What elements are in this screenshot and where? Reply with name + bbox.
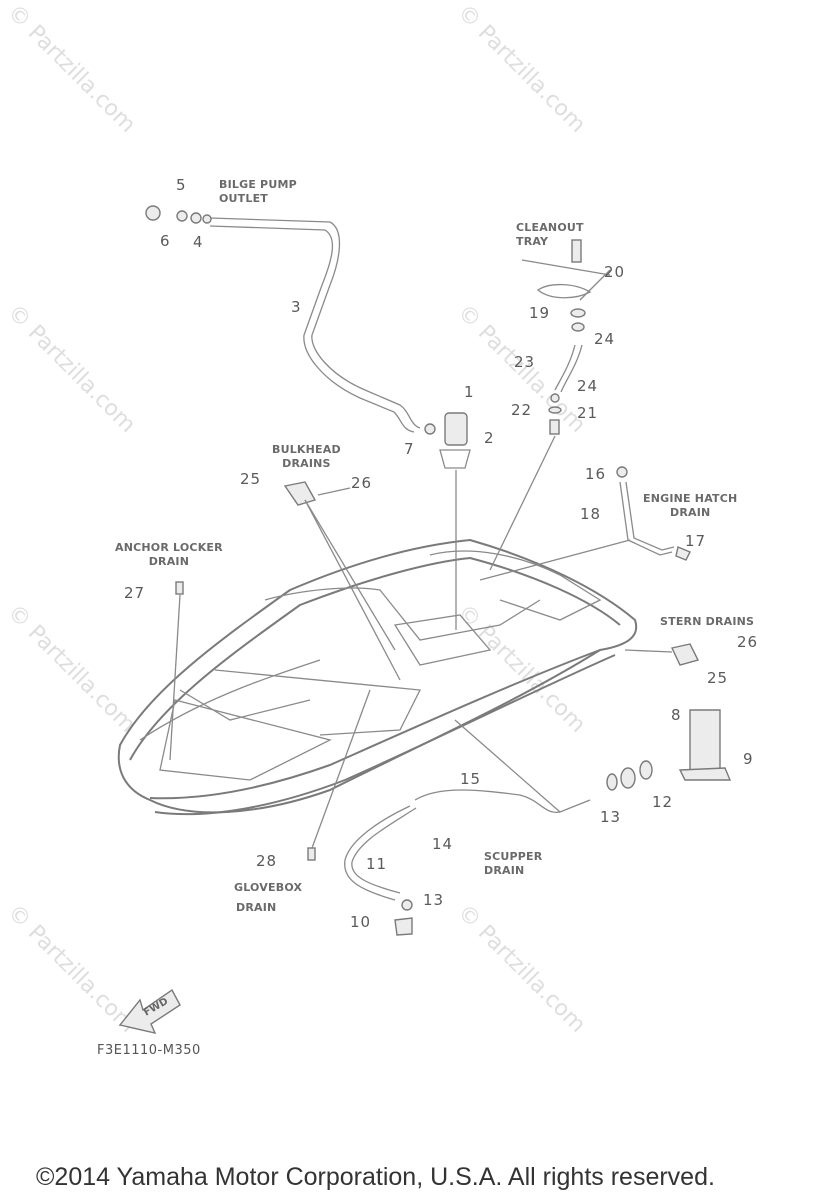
part-number: 11 [366, 855, 388, 873]
label-line: GLOVEBOX [234, 881, 303, 894]
part-number: 26 [737, 633, 759, 651]
part-number: 12 [652, 793, 674, 811]
label-bulkhead-drains: BULKHEAD DRAINS [272, 443, 341, 471]
part-number: 23 [514, 353, 536, 371]
stern-drain [624, 643, 700, 666]
other-drains [169, 581, 371, 861]
part-number: 20 [604, 263, 626, 281]
label-line: CLEANOUT [516, 221, 584, 234]
part-number: 24 [577, 377, 599, 395]
part-number: 3 [291, 298, 302, 316]
diagram-code: F3E1110-M350 [97, 1043, 201, 1058]
part-number: 24 [594, 330, 616, 348]
part-number: 17 [685, 532, 707, 550]
cleanout-tray [489, 239, 611, 571]
part-number: 26 [351, 474, 373, 492]
part-number: 15 [460, 770, 482, 788]
label-bilge-pump-outlet: BILGE PUMP OUTLET [219, 178, 297, 206]
label-line: DRAIN [148, 555, 190, 568]
copyright-notice: ©2014 Yamaha Motor Corporation, U.S.A. A… [36, 1163, 715, 1191]
part-number: 25 [240, 470, 262, 488]
part-number: 27 [124, 584, 146, 602]
part-number: 16 [585, 465, 607, 483]
part-number: 4 [193, 233, 204, 251]
bilge-hose [145, 205, 436, 435]
part-number: 7 [404, 440, 415, 458]
label-line: DRAINS [282, 457, 331, 470]
label-scupper-drain: SCUPPER DRAIN [484, 850, 542, 878]
label-line: BILGE PUMP [219, 178, 297, 191]
part-number: 8 [671, 706, 682, 724]
label-line: DRAIN [484, 864, 525, 877]
label-line: BULKHEAD [272, 443, 341, 456]
part-number: 22 [511, 401, 533, 419]
engine-hatch-drain [479, 466, 691, 581]
label-line: ANCHOR LOCKER [115, 541, 223, 554]
label-line: DRAIN [236, 901, 277, 914]
part-number: 18 [580, 505, 602, 523]
label-stern-drains: STERN DRAINS [660, 615, 755, 628]
label-line: DRAIN [670, 506, 711, 519]
fwd-arrow-icon: FWD [118, 988, 181, 1034]
part-number: 21 [577, 404, 599, 422]
part-number: 9 [743, 750, 754, 768]
label-anchor-locker-drain: ANCHOR LOCKER DRAIN [115, 541, 223, 569]
part-number: 1 [464, 383, 475, 401]
part-number: 5 [176, 176, 187, 194]
bulkhead-drain [283, 481, 401, 681]
label-line: TRAY [516, 235, 549, 248]
label-cleanout-tray: CLEANOUT TRAY [516, 221, 584, 249]
part-number: 2 [484, 429, 495, 447]
label-line: OUTLET [219, 192, 269, 205]
part-number: 13 [423, 891, 445, 909]
part-number: 28 [256, 852, 278, 870]
label-glovebox-drain: GLOVEBOX DRAIN [234, 878, 302, 918]
bilge-pump [439, 412, 471, 630]
part-number: 19 [529, 304, 551, 322]
label-line: ENGINE HATCH [643, 492, 738, 505]
label-engine-hatch-drain: ENGINE HATCH DRAIN [643, 492, 737, 520]
part-number: 13 [600, 808, 622, 826]
scupper-drain [344, 709, 732, 936]
label-line: SCUPPER [484, 850, 543, 863]
part-number: 14 [432, 835, 454, 853]
part-number: 10 [350, 913, 372, 931]
boat-hull [117, 538, 638, 816]
part-number: 6 [160, 232, 171, 250]
part-number: 25 [707, 669, 729, 687]
